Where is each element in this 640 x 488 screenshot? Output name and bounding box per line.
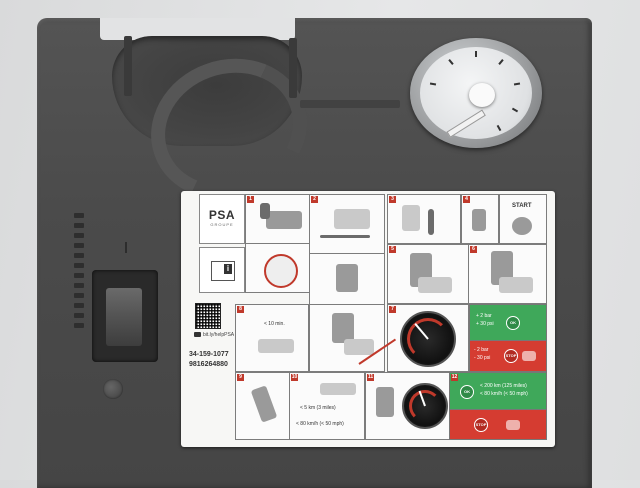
hose-slot-right xyxy=(289,38,297,98)
stop-icon: STOP xyxy=(504,349,518,363)
step-11-panel: 11 xyxy=(365,372,451,440)
step-1-panel: 1 xyxy=(245,194,310,244)
part-code-2: 9816264880 xyxy=(189,361,228,368)
phone-icon xyxy=(522,351,536,361)
gauge-icon-2 xyxy=(402,383,448,429)
step-7-panel: 7 xyxy=(387,304,469,372)
power-switch-housing xyxy=(92,270,158,362)
youtube-link: bit.ly/helpPSA xyxy=(194,332,234,338)
step-10-speed: < 80 km/h (< 50 mph) xyxy=(296,421,344,427)
gauge-hub xyxy=(469,83,495,107)
step-7-stop-panel: - 2 bar - 30 psi STOP xyxy=(469,340,547,372)
psa-logo: PSA GROUPE xyxy=(199,194,245,244)
step-8-time: < 10 min. xyxy=(264,321,285,327)
hose-slot-left xyxy=(124,36,132,96)
step-1b-panel xyxy=(245,243,310,293)
step-6-panel: 6 xyxy=(468,244,547,304)
handle-recess xyxy=(112,36,302,146)
step-12-stop-panel: STOP xyxy=(449,409,547,440)
step-9-panel: 9 xyxy=(235,372,291,440)
part-code-1: 34-159-1077 xyxy=(189,351,229,358)
power-switch[interactable] xyxy=(106,288,142,346)
stop-icon-2: STOP xyxy=(474,418,488,432)
step-start-panel: START xyxy=(499,194,547,244)
gauge-icon xyxy=(400,311,456,367)
side-vents xyxy=(74,213,86,333)
book-info-icon: i xyxy=(199,247,245,293)
pressure-gauge xyxy=(410,38,542,148)
youtube-icon xyxy=(194,332,201,338)
step-10-panel: 10 < 5 km (3 miles) < 80 km/h (< 50 mph) xyxy=(289,372,365,440)
gauge-needle xyxy=(446,109,486,138)
top-notch xyxy=(100,18,295,40)
cable-channel xyxy=(300,100,400,108)
power-indicator-mark xyxy=(125,242,127,253)
step-2-panel: 2 xyxy=(309,194,385,254)
step-10-distance: < 5 km (3 miles) xyxy=(300,405,336,411)
step-8-panel: 8 < 10 min. xyxy=(235,304,309,372)
step-4-panel: 4 xyxy=(461,194,499,244)
step-2b-panel xyxy=(309,253,385,305)
step-3-panel: 3 xyxy=(387,194,461,244)
step-8b-panel xyxy=(309,304,385,372)
ok-icon: OK xyxy=(506,316,520,330)
phone-icon-2 xyxy=(506,420,520,430)
instruction-label: PSA GROUPE i bit.ly/helpPSA 34-159-1077 … xyxy=(181,191,555,447)
step-12-ok-panel: 12 OK < 200 km (125 miles) < 80 km/h (< … xyxy=(449,372,547,410)
screw xyxy=(103,379,123,399)
gauge-face xyxy=(420,47,532,139)
step-5-panel: 5 xyxy=(387,244,469,304)
ok-icon-2: OK xyxy=(460,385,474,399)
step-7-ok-panel: OK + 2 bar + 30 psi xyxy=(469,304,547,341)
qr-code-icon xyxy=(195,303,221,329)
